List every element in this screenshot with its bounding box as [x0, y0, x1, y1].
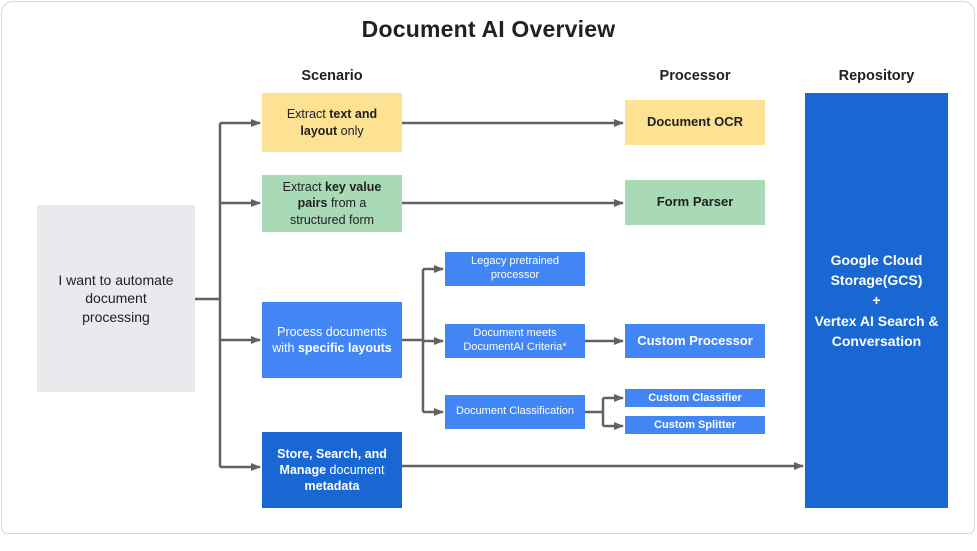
legacy-pretrained-label: Legacy pretrained processor	[470, 255, 560, 281]
processor-document-ocr-node: Document OCR	[625, 100, 765, 145]
documentai-criteria-label: Document meets DocumentAI Criteria*	[463, 327, 567, 353]
repository-label: Google Cloud Storage(GCS) + Vertex AI Se…	[805, 250, 948, 351]
repository-line-1: Google Cloud Storage(GCS)	[830, 251, 923, 289]
scenario-specific-layouts-label: Process documents with specific layouts	[272, 324, 392, 355]
processor-custom-classifier-node: Custom Classifier	[625, 389, 765, 407]
repository-line-2: +	[872, 292, 881, 309]
column-header-repository: Repository	[838, 68, 915, 84]
node-legacy-pretrained-processor: Legacy pretrained processor	[445, 252, 585, 286]
document-ocr-label: Document OCR	[646, 114, 744, 130]
start-node: I want to automate document processing	[37, 205, 195, 392]
processor-form-parser-node: Form Parser	[625, 180, 765, 225]
repository-node: Google Cloud Storage(GCS) + Vertex AI Se…	[805, 93, 948, 508]
slide-frame	[1, 1, 975, 534]
scenario-store-search-label: Store, Search, and Manage document metad…	[277, 446, 387, 494]
processor-custom-processor-node: Custom Processor	[625, 324, 765, 358]
custom-processor-label: Custom Processor	[637, 332, 753, 348]
custom-splitter-label: Custom Splitter	[654, 418, 736, 431]
scenario-extract-kv-label: Extract key value pairs from a structure…	[282, 180, 382, 227]
form-parser-label: Form Parser	[656, 194, 734, 210]
start-node-label: I want to automate document processing	[58, 272, 174, 325]
repository-line-3: Vertex AI Search & Conversation	[814, 312, 939, 349]
custom-classifier-label: Custom Classifier	[648, 391, 742, 404]
node-document-classification: Document Classification	[445, 395, 585, 429]
scenario-specific-layouts-node: Process documents with specific layouts	[262, 302, 402, 378]
scenario-extract-text-node: Extract text and layout only	[262, 93, 402, 152]
scenario-extract-kv-node: Extract key value pairs from a structure…	[262, 175, 402, 232]
processor-custom-splitter-node: Custom Splitter	[625, 416, 765, 434]
column-header-scenario: Scenario	[301, 68, 363, 84]
scenario-store-search-node: Store, Search, and Manage document metad…	[262, 432, 402, 508]
column-header-processor: Processor	[659, 68, 731, 84]
node-documentai-criteria: Document meets DocumentAI Criteria*	[445, 324, 585, 358]
page-title: Document AI Overview	[361, 16, 616, 42]
scenario-extract-text-label: Extract text and layout only	[286, 107, 378, 138]
document-classification-label: Document Classification	[456, 405, 574, 418]
